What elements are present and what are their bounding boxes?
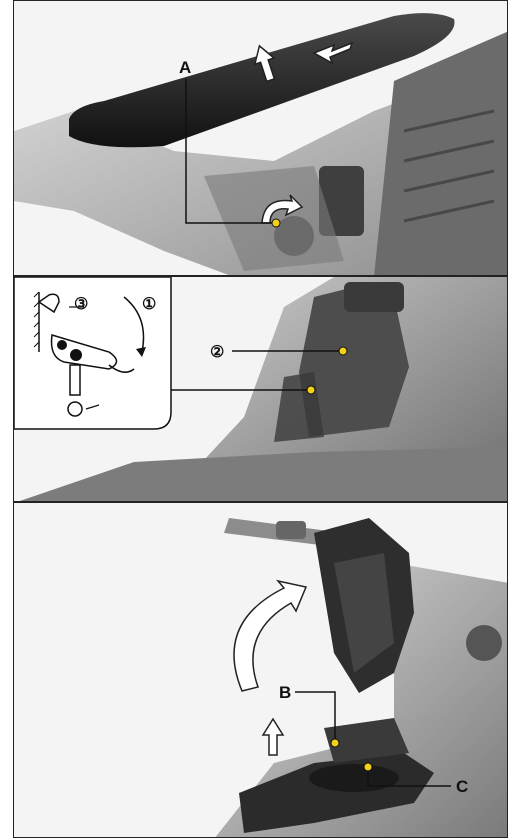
panel-2-illustration: ③ ① ②	[14, 277, 508, 502]
step-2-label: ②	[210, 344, 224, 361]
marker-c	[364, 763, 372, 771]
panel-seat-removal: A	[13, 0, 508, 276]
panel-latch: ③ ① ②	[13, 276, 508, 502]
panel-1-illustration: A	[14, 1, 508, 276]
marker-step-2	[339, 347, 347, 355]
panel-3-illustration: B C	[14, 503, 508, 838]
callout-a: A	[179, 58, 191, 77]
marker-inset	[307, 386, 315, 394]
step-1-label: ①	[142, 296, 156, 313]
callout-c: C	[456, 777, 468, 796]
panel-storage: B C	[13, 502, 508, 838]
step-3-label: ③	[74, 296, 88, 313]
marker-b	[331, 739, 339, 747]
seat-hook	[344, 282, 404, 312]
marker-a	[272, 219, 280, 227]
callout-b: B	[279, 683, 291, 702]
